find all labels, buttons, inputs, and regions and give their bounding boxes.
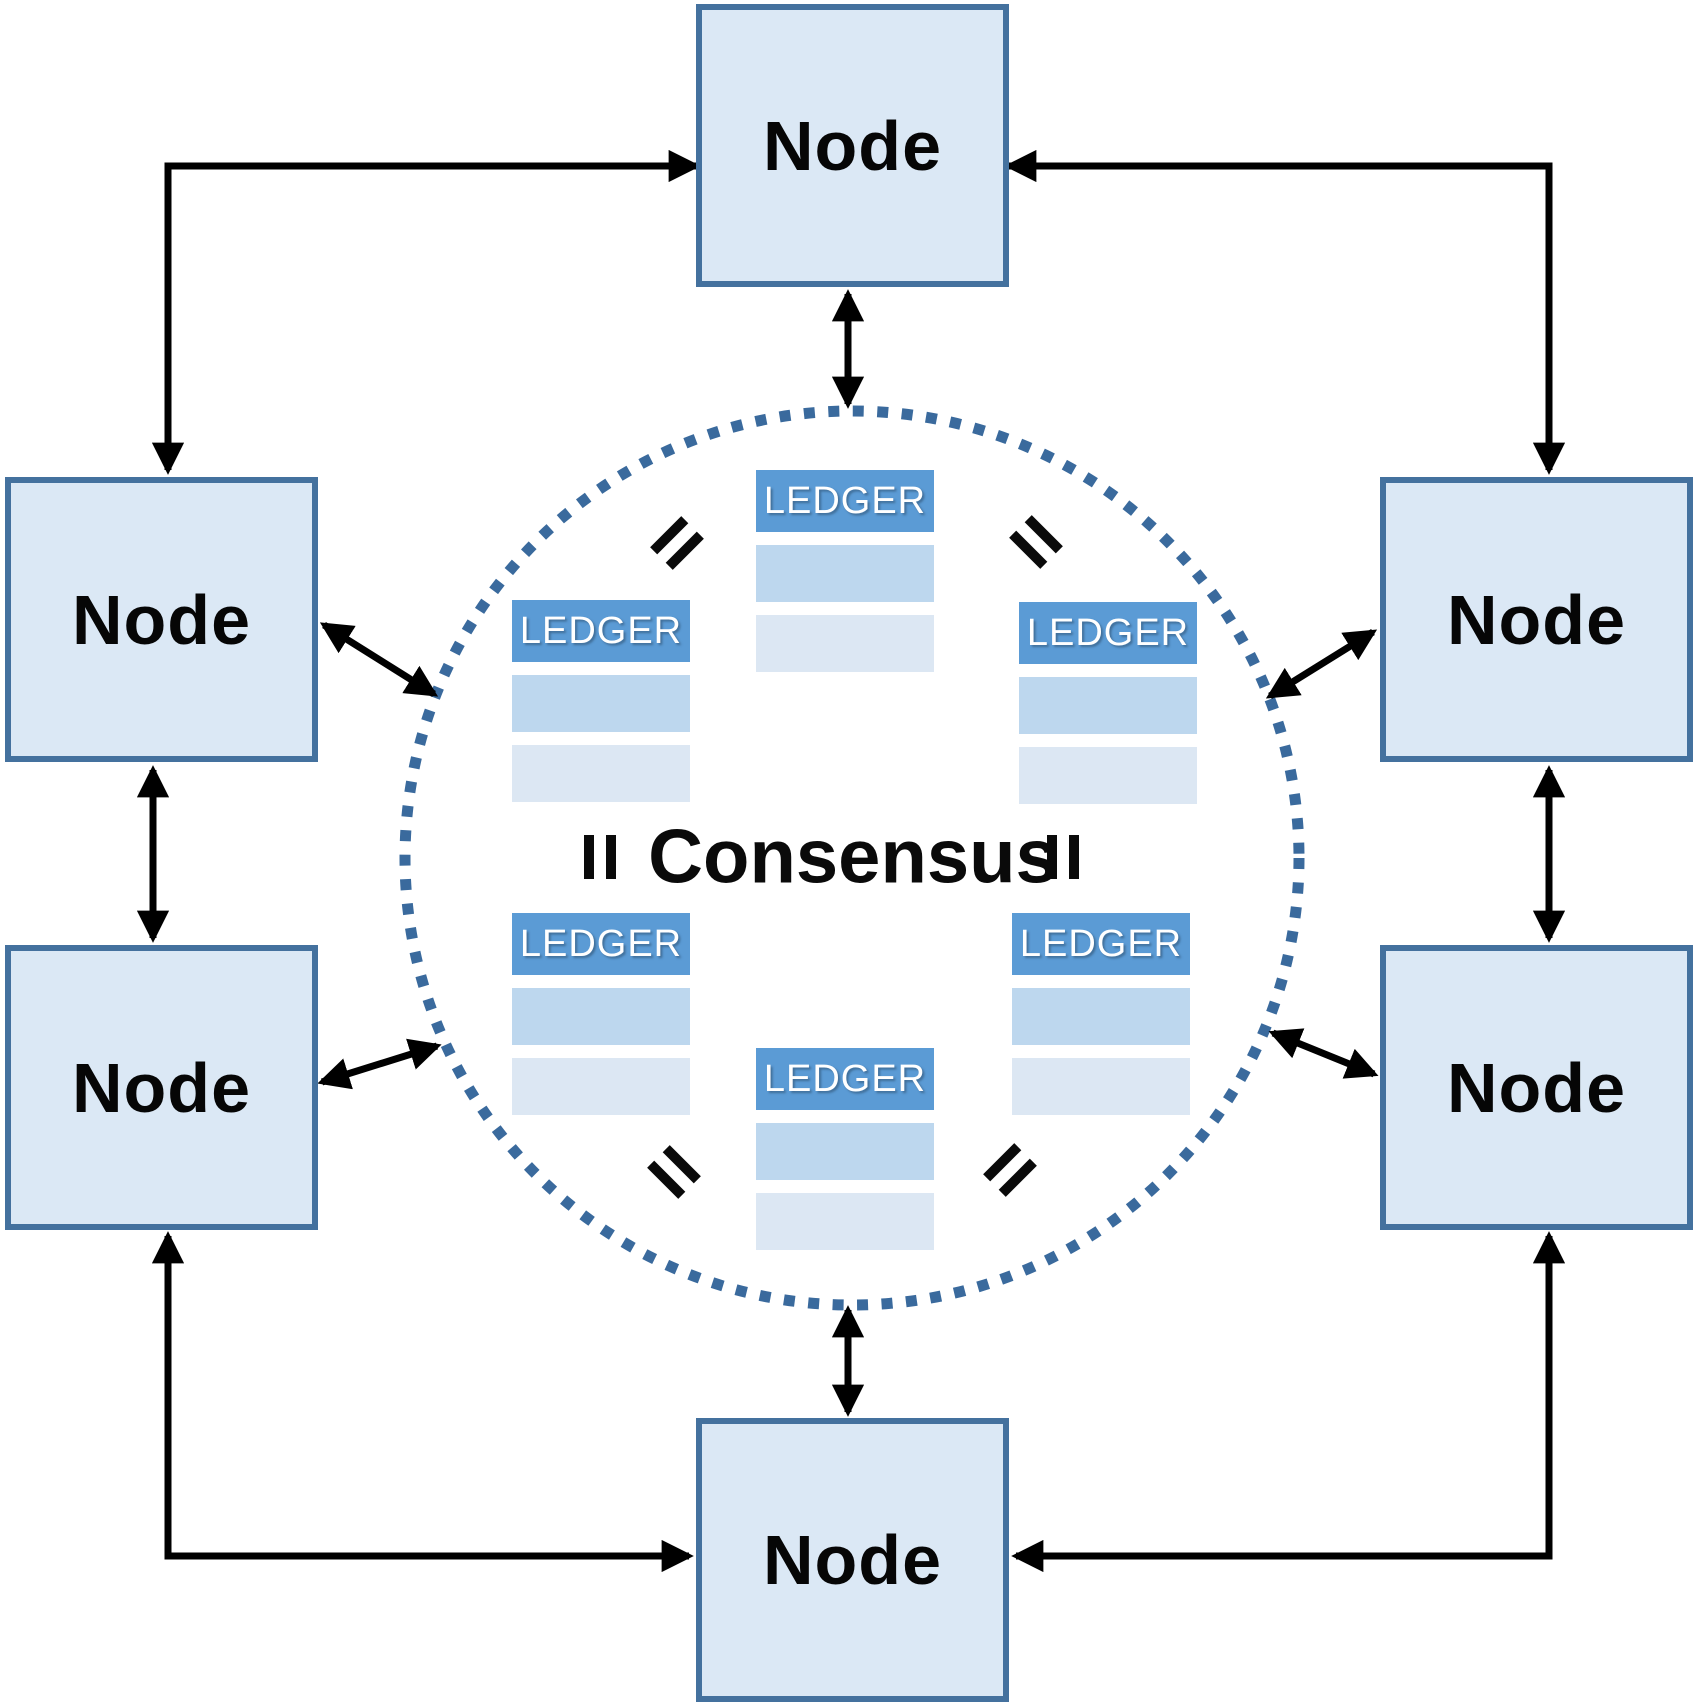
ledger-top-center: LEDGER (756, 470, 934, 672)
node-box-bottom: Node (696, 1418, 1009, 1702)
ledger-header: LEDGER (1019, 602, 1197, 664)
ledger-row (756, 1123, 934, 1180)
connector-lower-left-circle (317, 1038, 442, 1090)
connector-upper-left-circle (319, 622, 439, 697)
connector-lower-right-circle (1268, 1028, 1379, 1079)
equals-bar (1069, 835, 1079, 879)
equals-icon (584, 835, 616, 879)
ledger-lower-right: LEDGER (1012, 913, 1190, 1115)
connector-upper-right-circle (1265, 629, 1378, 699)
ledger-row (756, 615, 934, 672)
equals-bar (606, 835, 616, 879)
ledger-row (512, 675, 690, 732)
connector-top-left-elbow (151, 149, 701, 475)
node-label: Node (1447, 580, 1626, 659)
ledger-row (1019, 747, 1197, 804)
ledger-row (512, 988, 690, 1045)
ledger-header: LEDGER (1012, 913, 1190, 975)
connector-bottom-right-elbow (1011, 1231, 1566, 1573)
node-label: Node (72, 580, 251, 659)
ledger-row (1019, 677, 1197, 734)
equals-bar (584, 835, 594, 879)
ledger-header: LEDGER (512, 913, 690, 975)
connector-top-right-elbow (1004, 149, 1566, 475)
node-box-lower-left: Node (5, 945, 318, 1230)
consensus-circle (399, 405, 1305, 1311)
ledger-row (1012, 1058, 1190, 1115)
node-label: Node (763, 1521, 942, 1599)
ledger-lower-left: LEDGER (512, 913, 690, 1115)
ledger-row (512, 1058, 690, 1115)
ledger-header: LEDGER (756, 470, 934, 532)
node-box-upper-left: Node (5, 477, 318, 762)
ledger-row (1012, 988, 1190, 1045)
connector-bottom-left-elbow (151, 1231, 694, 1573)
consensus-label: Consensus (648, 814, 1058, 900)
ledger-row (756, 1193, 934, 1250)
ledger-upper-left: LEDGER (512, 600, 690, 802)
node-label: Node (1447, 1048, 1626, 1127)
ledger-row (756, 545, 934, 602)
node-label: Node (72, 1048, 251, 1127)
node-label: Node (763, 106, 942, 185)
ledger-header: LEDGER (512, 600, 690, 662)
ledger-upper-right: LEDGER (1019, 602, 1197, 804)
ledger-bottom-center: LEDGER (756, 1048, 934, 1250)
node-box-upper-right: Node (1380, 477, 1693, 762)
node-box-lower-right: Node (1380, 945, 1693, 1230)
node-box-top: Node (696, 4, 1009, 287)
ledger-header: LEDGER (756, 1048, 934, 1110)
ledger-row (512, 745, 690, 802)
